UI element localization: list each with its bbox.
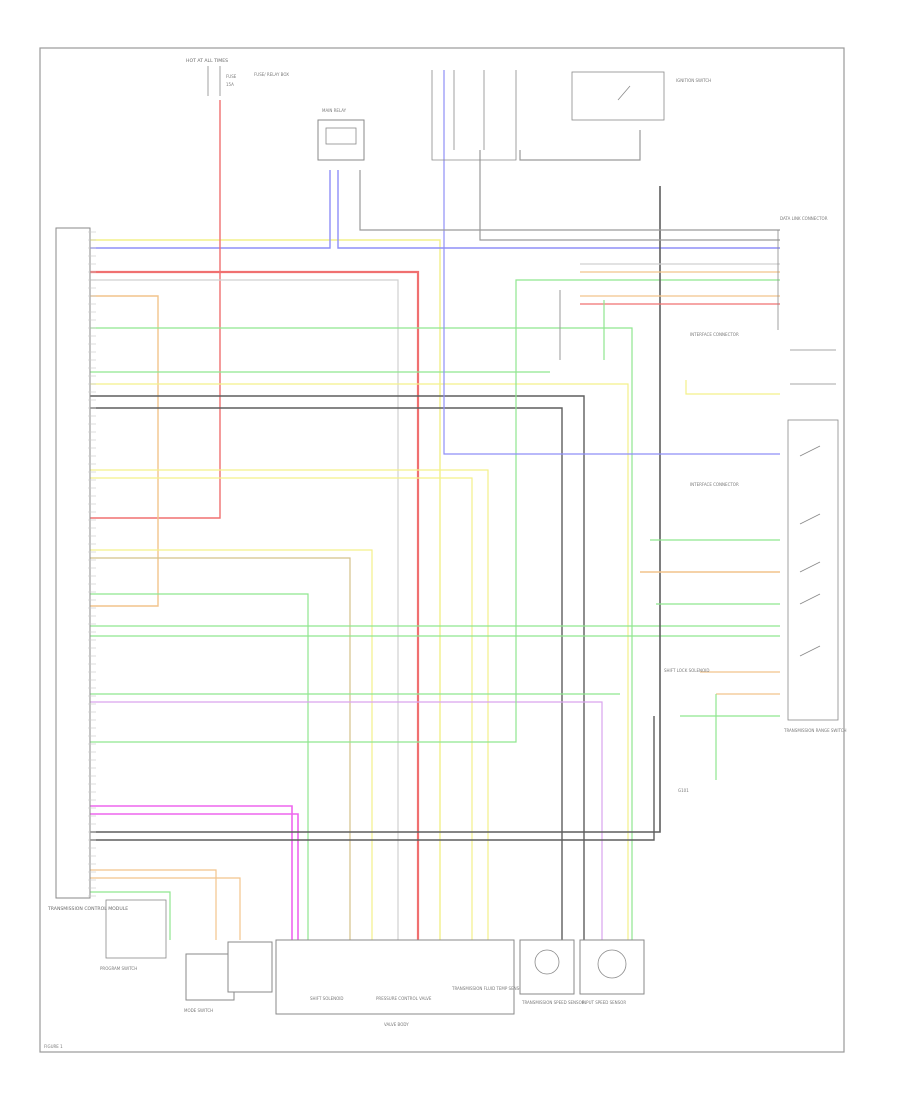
wire-dark-832 xyxy=(90,186,661,833)
shift-lock-label: SHIFT LOCK SOLENOID xyxy=(664,668,709,673)
tcm-pin-labels xyxy=(88,231,96,897)
wire-gray-230 xyxy=(359,170,780,231)
fuse-label-b: 15A xyxy=(226,82,234,87)
wire-green-742 xyxy=(90,279,780,743)
range-switch-contact xyxy=(799,593,821,605)
range-switch-contact xyxy=(799,645,821,657)
range-switch-contacts xyxy=(799,445,821,657)
mode-switch-label: MODE SWITCH xyxy=(184,1008,213,1013)
range-switch-contact xyxy=(799,561,821,573)
wire-red-fuse xyxy=(90,100,221,519)
wire-magenta-806 xyxy=(90,805,293,940)
tcm-label: TRANSMISSION CONTROL MODULE xyxy=(47,906,128,912)
wire-yellow-384 xyxy=(90,383,629,940)
relay-panel-label: FUSE/ RELAY BOX xyxy=(254,72,289,77)
wire-blue-454 xyxy=(443,70,780,455)
range-switch-contact xyxy=(799,513,821,525)
connector-box xyxy=(227,941,273,993)
wire-purple-702 xyxy=(90,701,603,940)
valve-body-label: VALVE BODY xyxy=(384,1022,409,1027)
wire-orange-878 xyxy=(90,877,241,940)
wire-gray-240 xyxy=(479,150,780,241)
wire-dark-408 xyxy=(90,407,563,940)
shift-solenoid-label: SHIFT SOLENOID xyxy=(310,996,344,1001)
main-relay-label: MAIN RELAY xyxy=(322,108,347,113)
diagram-frame xyxy=(39,47,845,1053)
wire-tan-558 xyxy=(90,557,351,940)
wire-yellow-394 xyxy=(685,380,780,395)
interface-label-b: INTERFACE CONNECTOR xyxy=(690,482,739,487)
interface-label-a: INTERFACE CONNECTOR xyxy=(690,332,739,337)
speed-sensor-icon xyxy=(534,949,560,975)
main-relay-inner xyxy=(325,127,357,145)
main-relay-box xyxy=(317,119,365,161)
temp-sensor-label: TRANSMISSION FLUID TEMP SENSOR xyxy=(451,986,525,991)
wire-red-main xyxy=(90,270,420,940)
wire-green-892 xyxy=(90,891,171,940)
top-fuse-header: HOT AT ALL TIMES xyxy=(186,58,228,64)
ground-label: G101 xyxy=(678,788,689,793)
input-speed-box xyxy=(579,939,645,995)
wire-yellow-top xyxy=(90,239,441,940)
wire-green-long xyxy=(90,327,633,940)
wire-yellow-470 xyxy=(90,469,489,940)
program-switch-label: PROGRAM SWITCH xyxy=(100,966,137,971)
relay-panel-outline xyxy=(431,70,517,161)
program-switch-box xyxy=(105,899,167,959)
fuse-label-a: FUSE xyxy=(226,74,237,79)
input-speed-icon xyxy=(597,949,627,979)
wire-magenta-814 xyxy=(90,813,299,940)
wire-yellow-478 xyxy=(90,477,473,940)
mode-switch-box xyxy=(185,953,235,1001)
figure-footer: FIGURE 1 xyxy=(44,1044,63,1049)
wire-blue-top xyxy=(90,170,331,249)
range-switch-label: TRANSMISSION RANGE SWITCH xyxy=(783,728,847,733)
ignition-contact xyxy=(617,85,631,101)
speed-sensor-label: TRANSMISSION SPEED SENSOR xyxy=(521,1000,585,1005)
valve-body-box xyxy=(275,939,515,1015)
data-link-label: DATA LINK CONNECTOR xyxy=(780,216,828,221)
wire-blue-right xyxy=(337,170,780,249)
wire-orange-870 xyxy=(90,869,217,940)
range-switch-box xyxy=(787,419,839,721)
input-speed-label: INPUT SPEED SENSOR xyxy=(582,1000,626,1005)
wire-yellow-550 xyxy=(90,549,373,940)
wire-orange-loop xyxy=(90,295,159,607)
speed-sensor-box xyxy=(519,939,575,995)
ignition-switch-box xyxy=(571,71,665,121)
wire-green-594 xyxy=(90,593,309,940)
wire-dark-396 xyxy=(90,395,585,940)
wire-layer xyxy=(90,70,780,940)
pressure-valve-label: PRESSURE CONTROL VALVE xyxy=(376,996,432,1001)
tcm-connector-block xyxy=(55,227,91,899)
wire-dark-840 xyxy=(90,716,655,841)
range-switch-contact xyxy=(799,445,821,457)
wire-light-a xyxy=(90,279,399,940)
ignition-switch-label: IGNITION SWITCH xyxy=(676,78,711,83)
wire-gray-relay xyxy=(519,130,641,161)
